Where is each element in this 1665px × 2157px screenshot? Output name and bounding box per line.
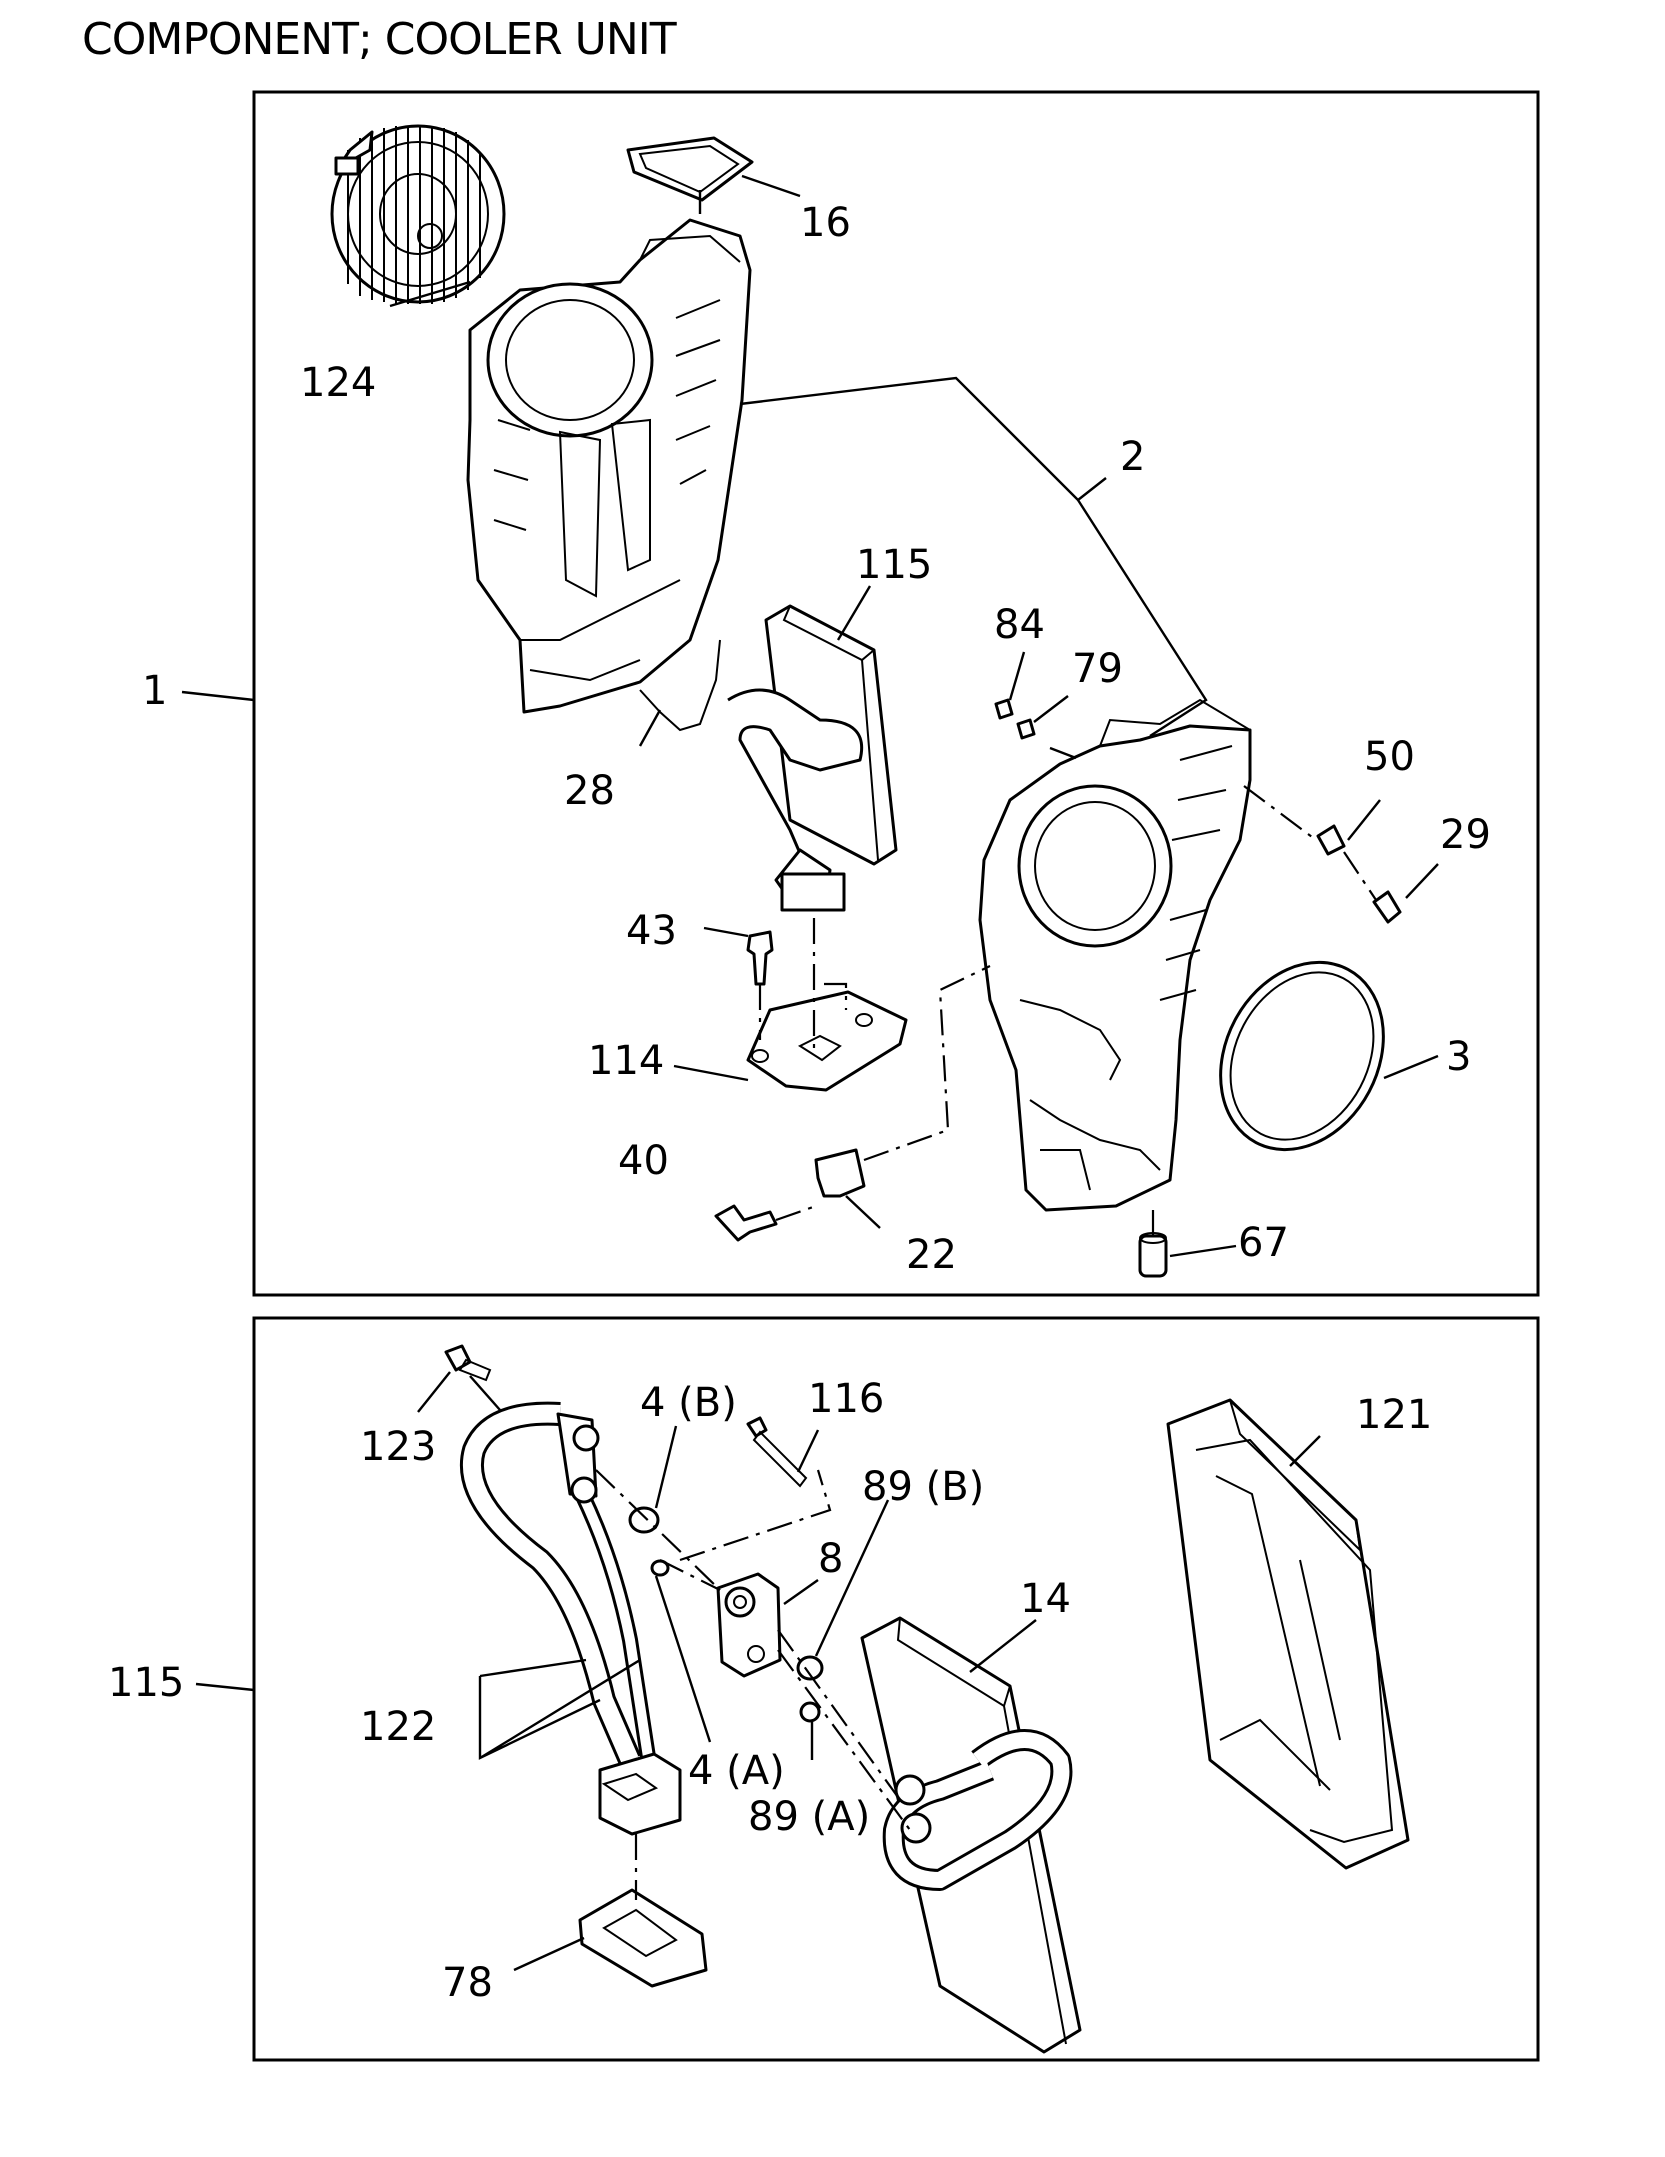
label-122: 122 [360,1704,436,1750]
o-ring-89b-part [796,1655,824,1681]
o-ring-89a-part [799,1701,821,1723]
pad-78-part [578,1752,708,1988]
label-124: 124 [300,360,376,406]
label-assembly-115: 115 [108,1660,184,1706]
label-28: 28 [564,768,615,814]
label-assembly-1: 1 [142,668,167,714]
nut-84-part [994,698,1014,720]
label-121: 121 [1356,1392,1432,1438]
label-50: 50 [1364,734,1415,780]
label-89a: 89 (A) [748,1794,870,1840]
label-78: 78 [442,1960,493,2006]
label-123: 123 [360,1424,436,1470]
bolt-116-part [746,1416,808,1488]
pipe-assembly-part [459,1401,658,1772]
label-116: 116 [808,1376,884,1422]
bracket-part [746,990,908,1092]
screw-43-part [746,930,774,986]
upper-case-left-part [466,218,752,714]
packing-part [639,639,721,732]
case-121-part [1166,1398,1410,1870]
label-8: 8 [818,1536,843,1582]
blower-motor-part [330,124,506,304]
label-115-upper: 115 [856,542,932,588]
label-114: 114 [588,1038,664,1084]
label-43: 43 [626,908,677,954]
upper-frame [252,90,1540,1297]
label-2: 2 [1120,434,1145,480]
expansion-valve-part [716,1572,782,1678]
clip-50-part [1316,824,1346,856]
label-89b: 89 (B) [862,1464,984,1510]
screw-79-part [1016,718,1036,740]
gasket-part [626,136,754,202]
page-title: COMPONENT; COOLER UNIT [82,14,677,65]
label-22: 22 [906,1232,957,1278]
screw-29-part [1372,890,1402,924]
label-4b: 4 (B) [640,1380,737,1426]
screw-40-part [714,1204,778,1242]
lower-case-right-part [978,698,1252,1212]
label-79: 79 [1072,646,1123,692]
label-40: 40 [618,1138,669,1184]
label-4a: 4 (A) [688,1748,785,1794]
label-67: 67 [1238,1220,1289,1266]
evaporator-core-part [860,1616,1082,2054]
o-ring-4b-part [628,1506,660,1534]
label-16: 16 [800,200,851,246]
evaporator-assembly-upper-part [727,604,898,912]
bolt-123-part [444,1344,492,1382]
label-29: 29 [1440,812,1491,858]
label-3: 3 [1446,1034,1471,1080]
label-14: 14 [1020,1576,1071,1622]
label-84: 84 [994,602,1045,648]
bushing-part [1138,1232,1168,1278]
seal-ring-part [1219,960,1385,1152]
link-22-part [814,1148,866,1198]
